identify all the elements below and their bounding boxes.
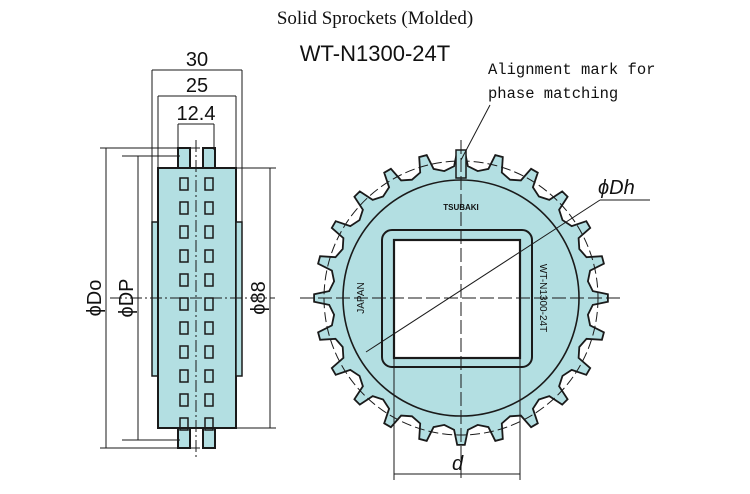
side-view: [100, 69, 276, 460]
dim-outer-dia: ϕDo: [84, 280, 106, 317]
dim-pitch-dia: ϕDP: [116, 279, 138, 318]
side-tooth-slot: [179, 273, 189, 287]
side-tooth-slot: [204, 297, 214, 311]
model-number: WT-N1300-24T: [299, 41, 451, 66]
side-tooth-slot: [204, 369, 214, 383]
side-tooth: [202, 147, 216, 169]
side-tooth-slot: [204, 273, 214, 287]
dim-hub-dia: ϕ88: [248, 281, 270, 314]
annotation-line-1: Alignment mark for: [488, 61, 656, 79]
annotation-line-2: phase matching: [488, 85, 619, 103]
side-tooth: [177, 427, 191, 449]
side-tooth-slot: [204, 225, 214, 239]
side-tooth-slot: [179, 369, 189, 383]
dim-30: 30: [186, 49, 208, 71]
dim-hole-dia: ϕDh: [598, 177, 635, 199]
side-tooth-slot: [204, 345, 214, 359]
part-marking: WT-N1300-24T: [537, 264, 548, 332]
dim-bore: d: [452, 453, 464, 475]
side-tooth-slot: [204, 393, 214, 407]
side-tooth-slot: [179, 321, 189, 335]
side-tooth-slot: [179, 393, 189, 407]
side-tooth-slot: [204, 417, 214, 431]
logo-text: TSUBAKI: [443, 203, 479, 212]
side-tooth-slot: [179, 297, 189, 311]
dim-12-4: 12.4: [177, 103, 216, 125]
side-tooth-slot: [204, 249, 214, 263]
side-tooth-slot: [179, 201, 189, 215]
side-tooth-slot: [204, 321, 214, 335]
side-tooth-slot: [179, 417, 189, 431]
side-tooth: [202, 427, 216, 449]
side-tooth-slot: [179, 177, 189, 191]
side-tooth-slot: [204, 201, 214, 215]
dim-25: 25: [186, 75, 208, 97]
side-tooth: [177, 147, 191, 169]
country-marking: JAPAN: [356, 282, 367, 314]
side-tooth-slot: [179, 249, 189, 263]
alignment-annotation: Alignment mark for phase matching: [488, 58, 655, 106]
drawing-title: Solid Sprockets (Molded): [276, 8, 474, 29]
side-tooth-slot: [179, 225, 189, 239]
side-tooth-slot: [179, 345, 189, 359]
side-tooth-slot: [204, 177, 214, 191]
front-view: [300, 104, 650, 480]
